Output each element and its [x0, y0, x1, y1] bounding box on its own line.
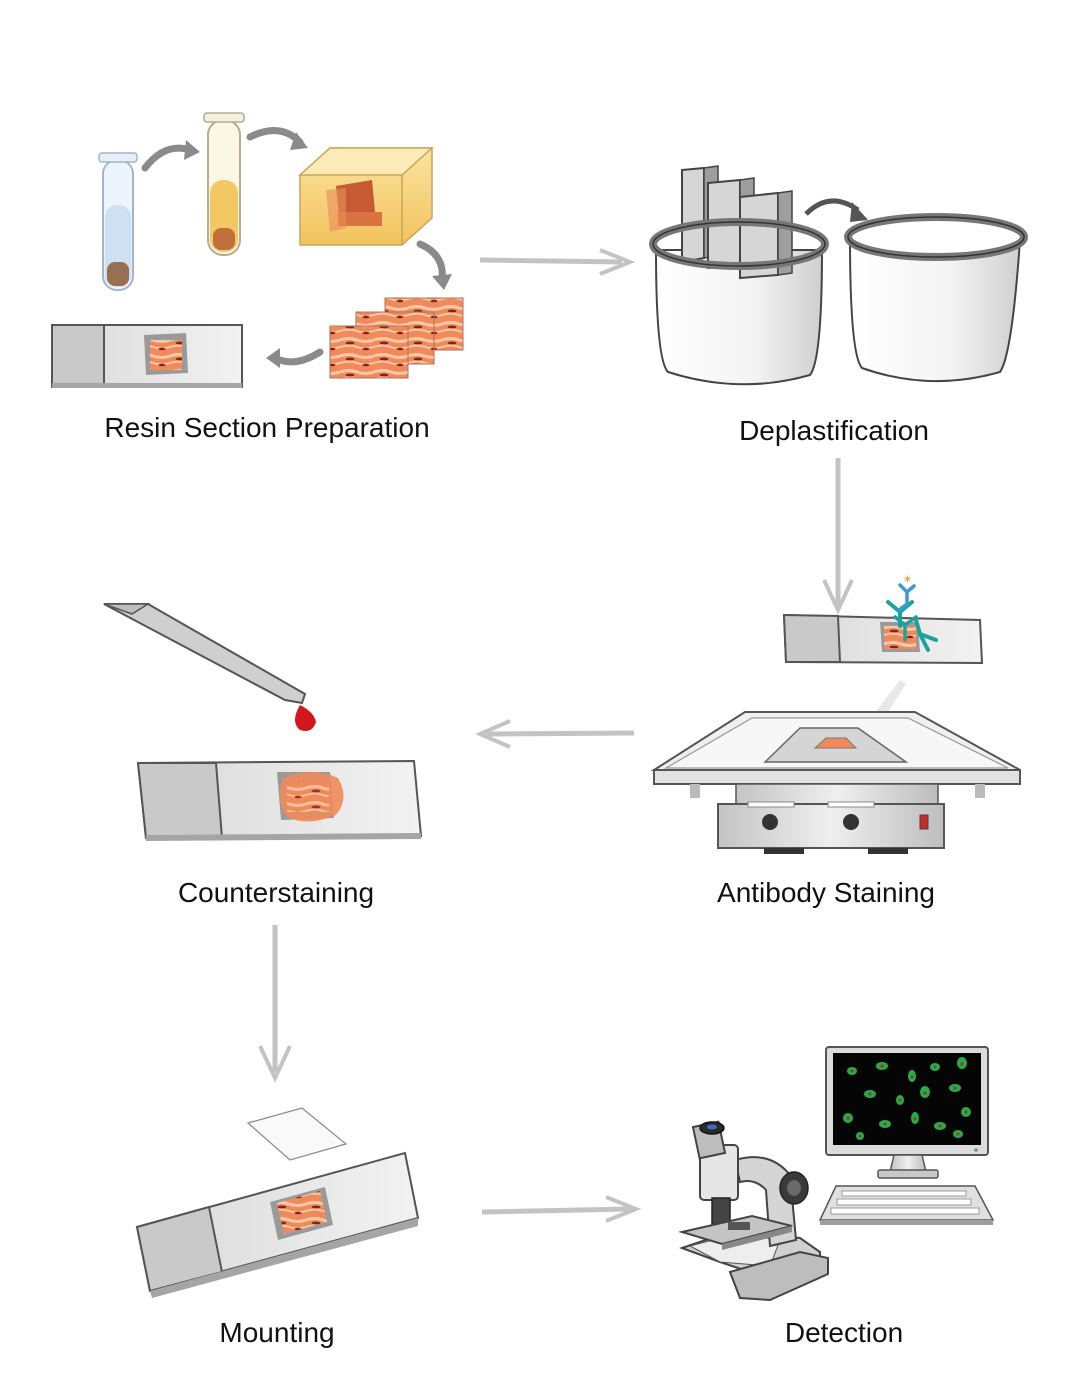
test-tube-icon	[203, 112, 245, 256]
step-label-antibody-staining: Antibody Staining	[717, 877, 935, 908]
test-tube-icon	[98, 152, 138, 291]
monitor-icon	[825, 1046, 989, 1179]
arrow-mounting-to-detection	[481, 1195, 642, 1223]
pipette-icon	[103, 603, 307, 705]
arrow-antibody-to-counter	[474, 719, 635, 749]
staining-jar-icon	[649, 165, 829, 386]
resin-block-icon	[298, 147, 434, 246]
shaker-platform-icon	[650, 711, 1021, 798]
blood-drop-icon	[295, 705, 316, 731]
arrow-resin-to-deplast	[479, 248, 636, 276]
glass-slide-icon	[135, 1151, 420, 1298]
svg-text:*: *	[904, 574, 911, 590]
keyboard-icon	[818, 1185, 995, 1225]
staining-jar-icon	[844, 213, 1028, 383]
tissue-sections-icon	[329, 297, 464, 379]
glass-slide-icon	[782, 613, 984, 665]
microscope-icon	[678, 1120, 829, 1302]
step-label-counterstaining: Counterstaining	[177, 877, 375, 908]
staining-jars-icon	[649, 165, 1028, 386]
arrow-deplast-to-antibody	[822, 458, 854, 615]
test-tubes-resin-block-section-slide-icon	[51, 112, 464, 388]
pipette-drop-slide-icon	[103, 603, 423, 841]
coverslip-slide-icon	[135, 1107, 420, 1298]
antibody-icon	[886, 583, 938, 652]
glass-slide-icon	[51, 324, 243, 388]
step-label-detection: Detection	[784, 1317, 904, 1348]
step-label-mounting: Mounting	[219, 1317, 335, 1348]
shaker-slide-antibody-icon: *	[650, 574, 1021, 854]
shaker-base-icon	[717, 783, 945, 854]
step-label-deplastification: Deplastification	[739, 415, 929, 446]
coverslip-icon	[246, 1107, 348, 1161]
arrow-counter-to-mounting	[258, 925, 292, 1083]
step-label-resin-section-preparation: Resin Section Preparation	[104, 412, 430, 443]
microscope-computer-icon	[678, 1046, 995, 1302]
glass-slide-icon	[136, 759, 423, 841]
